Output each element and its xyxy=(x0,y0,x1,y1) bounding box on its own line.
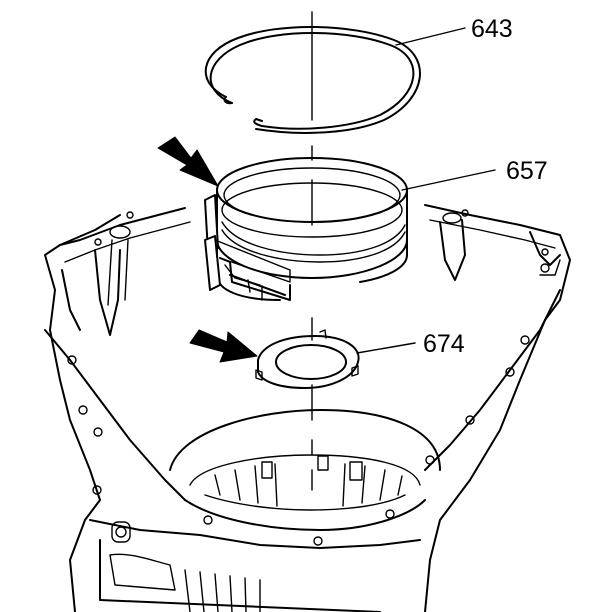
callout-674: 674 xyxy=(423,330,465,358)
thrust-washer-674 xyxy=(255,329,360,389)
leader-lines xyxy=(356,27,496,354)
pointer-arrow-band xyxy=(157,136,219,187)
transmission-case xyxy=(44,204,571,612)
snap-ring-643 xyxy=(204,25,421,134)
pointer-arrow-washer xyxy=(189,329,258,363)
callout-657: 657 xyxy=(506,157,548,185)
band-657 xyxy=(204,157,408,301)
callout-643: 643 xyxy=(471,15,513,43)
